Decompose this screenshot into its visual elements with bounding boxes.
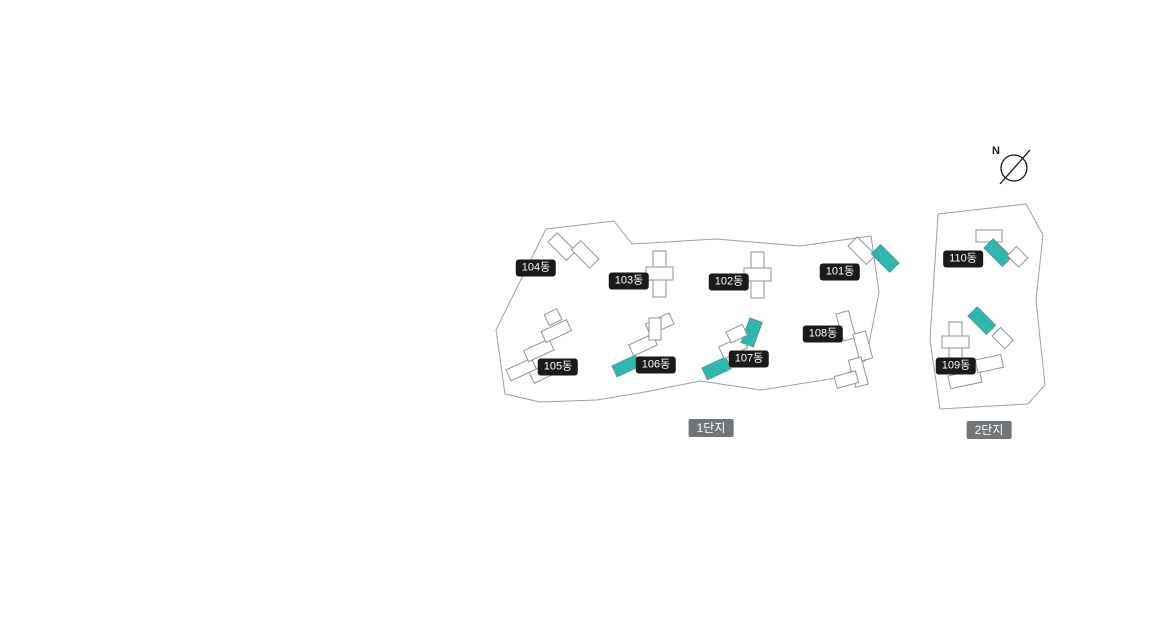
building-badge-101[interactable]: 101동 xyxy=(819,263,861,281)
building-badge-108[interactable]: 108동 xyxy=(802,325,844,343)
building-badge-104[interactable]: 104동 xyxy=(515,259,557,277)
building-104-footprint[interactable] xyxy=(547,225,600,276)
building-108-footprint[interactable] xyxy=(819,308,879,392)
building-106-footprint[interactable] xyxy=(602,312,684,378)
compass-n-label: N xyxy=(992,145,1000,157)
building-110-footprint[interactable] xyxy=(975,229,1029,275)
building-badge-103[interactable]: 103동 xyxy=(608,272,650,290)
building-badge-105[interactable]: 105동 xyxy=(537,358,579,376)
building-107-footprint[interactable] xyxy=(697,317,763,381)
building-badge-110[interactable]: 110동 xyxy=(943,250,983,268)
building-102-footprint[interactable] xyxy=(743,251,772,299)
complex-1-label: 1단지 xyxy=(688,419,734,437)
building-103-footprint[interactable] xyxy=(645,250,674,298)
compass-icon xyxy=(999,149,1031,185)
building-101-footprint[interactable] xyxy=(847,229,900,280)
building-badge-107[interactable]: 107동 xyxy=(728,350,770,368)
complex-2-label: 2단지 xyxy=(966,421,1012,439)
building-badge-102[interactable]: 102동 xyxy=(708,273,750,291)
building-badge-109[interactable]: 109동 xyxy=(935,357,977,375)
building-badge-106[interactable]: 106동 xyxy=(635,356,677,374)
building-105-footprint[interactable] xyxy=(492,307,585,392)
